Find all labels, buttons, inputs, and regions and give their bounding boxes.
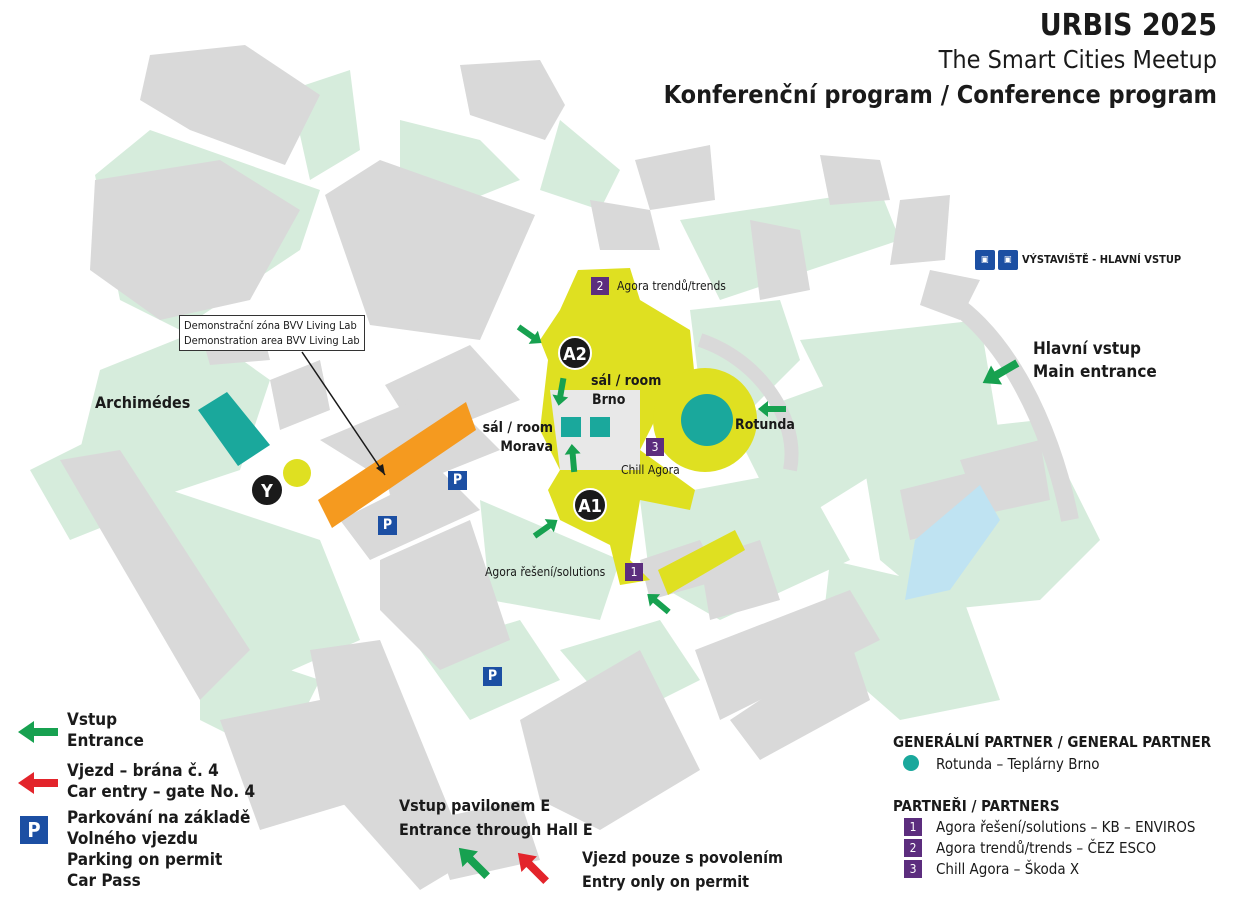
permit-en: Entry only on permit	[582, 872, 750, 891]
partner-item: Agora řešení/solutions – KB – ENVIROS	[936, 818, 1196, 836]
event-title: URBIS 2025	[1039, 8, 1217, 43]
rotunda-label: Rotunda	[735, 417, 795, 433]
room-morava-line2: Morava	[500, 439, 553, 455]
partners-heading: PARTNEŘI / PARTNERS	[893, 797, 1060, 815]
demo-pointer-head	[376, 464, 385, 475]
legend-parking-2: Volného vjezdu	[67, 829, 198, 849]
event-subtitle: The Smart Cities Meetup	[938, 45, 1217, 74]
archimedes-label: Archimédes	[95, 393, 191, 412]
demo-zone-en: Demonstration area BVV Living Lab	[184, 334, 360, 347]
archimedes-building	[198, 392, 270, 466]
partner-badge: 2	[904, 839, 922, 857]
room-box-2	[590, 417, 610, 437]
demo-zone-cz: Demonstrační zóna BVV Living Lab	[184, 319, 357, 332]
permit-cz: Vjezd pouze s povolením	[582, 848, 784, 867]
demo-pointer	[301, 351, 386, 476]
inner-curve	[697, 333, 799, 472]
legend-parking-3: Parking on permit	[67, 850, 223, 870]
legend-entrance-en: Entrance	[67, 731, 144, 751]
permit-label: Vjezd pouze s povolením Entry only on pe…	[582, 846, 783, 894]
parking-icon: P	[483, 667, 502, 686]
legend-parking-1: Parkování na základě	[67, 808, 251, 828]
legend-parking: Parkování na základě Volného vjezdu Park…	[67, 808, 250, 892]
agora-solutions-badge: 1	[625, 563, 643, 581]
tram-icon: ▣	[975, 250, 995, 270]
agora-solutions-label: Agora řešení/solutions	[485, 565, 606, 579]
legend-rotunda-dot	[903, 755, 919, 771]
room-box-1	[561, 417, 581, 437]
program-title: Konferenční program / Conference program	[663, 80, 1217, 109]
parking-icon: P	[448, 471, 467, 490]
legend-car-en: Car entry – gate No. 4	[67, 782, 256, 802]
general-partner-heading: GENERÁLNÍ PARTNER / GENERAL PARTNER	[893, 733, 1212, 751]
rotunda-dome	[681, 394, 733, 446]
legend-parking-icon: P	[20, 816, 48, 844]
pavilion-a2-marker: A2	[558, 336, 592, 370]
vystaviste-label: VÝSTAVIŠTĚ - HLAVNÍ VSTUP	[1022, 253, 1182, 266]
chill-agora-label: Chill Agora	[621, 463, 680, 477]
agora-trends-badge: 2	[591, 277, 609, 295]
entry-arrows	[18, 324, 1020, 879]
room-morava-line1: sál / room	[482, 420, 553, 436]
chill-agora-badge: 3	[646, 438, 664, 456]
room-brno-line1: sál / room	[591, 373, 662, 389]
legend-entrance-cz: Vstup	[67, 710, 118, 730]
legend-entrance: Vstup Entrance	[67, 710, 144, 752]
partner-badge: 3	[904, 860, 922, 878]
main-entrance-label: Hlavní vstup Main entrance	[1033, 338, 1157, 384]
pavilion-a1-marker: A1	[573, 488, 607, 522]
main-entrance-cz: Hlavní vstup	[1033, 339, 1142, 359]
partner-item: Agora trendů/trends – ČEZ ESCO	[936, 839, 1157, 857]
hall-e-label: Vstup pavilonem E Entrance through Hall …	[399, 794, 593, 842]
hall-e-cz: Vstup pavilonem E	[399, 796, 551, 815]
pavilion-y-marker: Y	[250, 473, 284, 507]
bus-icon: ▣	[998, 250, 1018, 270]
demo-zone	[318, 402, 476, 528]
room-morava-label: sál / room Morava	[479, 419, 553, 457]
demo-zone-callout: Demonstrační zóna BVV Living Lab Demonst…	[179, 315, 365, 351]
legend-car-cz: Vjezd – brána č. 4	[67, 761, 219, 781]
room-brno-label: sál / room Brno	[591, 372, 661, 410]
main-entrance-en: Main entrance	[1033, 362, 1157, 382]
general-partner-item: Rotunda – Teplárny Brno	[936, 755, 1100, 773]
water-area	[905, 485, 1000, 600]
agora-trends-label: Agora trendů/trends	[617, 279, 726, 293]
room-brno-line2: Brno	[592, 392, 626, 408]
legend-car-entry: Vjezd – brána č. 4 Car entry – gate No. …	[67, 761, 255, 803]
parking-icon: P	[378, 516, 397, 535]
legend-parking-4: Car Pass	[67, 871, 141, 891]
partner-item: Chill Agora – Škoda X	[936, 860, 1080, 878]
car-arrows	[18, 772, 549, 884]
partner-badge: 1	[904, 818, 922, 836]
hall-e-en: Entrance through Hall E	[399, 820, 593, 839]
